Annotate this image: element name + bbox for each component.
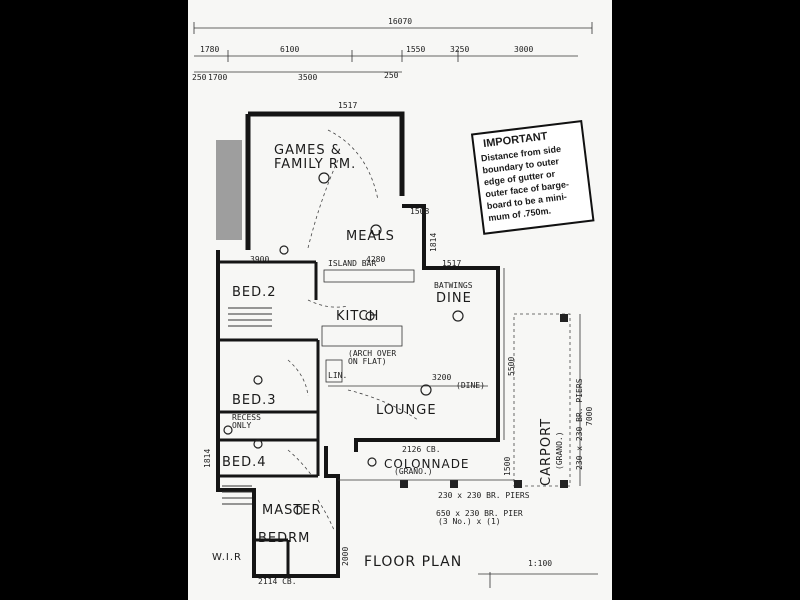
label-dine: DINE xyxy=(436,291,472,306)
dim-5500: 5500 xyxy=(507,357,516,376)
colonnade-pier xyxy=(450,480,458,488)
important-notice: IMPORTANT Distance from side boundary to… xyxy=(470,119,595,235)
dim-1700: 1700 xyxy=(208,73,227,82)
label-kitchen: KITCH xyxy=(336,309,379,324)
note-piers-1: 230 x 230 BR. PIERS xyxy=(438,491,530,500)
walls xyxy=(216,111,581,578)
dim-1814: 1814 xyxy=(429,233,438,252)
title-scale: 1:100 xyxy=(528,559,552,568)
kitchen-bench xyxy=(321,325,403,347)
dim-7000: 7000 xyxy=(585,407,594,426)
room-labels: GAMES & FAMILY RM. MEALS DINE KITCH LOUN… xyxy=(212,143,554,563)
plan-title: FLOOR PLAN 1:100 xyxy=(364,554,598,588)
door-swings xyxy=(287,129,419,531)
carport-pier xyxy=(514,480,522,488)
label-bed4: BED.4 xyxy=(222,455,267,470)
note-recess-1: RECESS xyxy=(232,413,261,422)
overall-dimensions: 16070 1780 6100 1550 3250 3000 250 1700 … xyxy=(192,17,593,82)
label-wir: W.I.R xyxy=(212,552,242,563)
label-master: MASTER xyxy=(262,503,322,518)
note-arch-1: (ARCH OVER xyxy=(348,349,396,358)
dim-3500: 3500 xyxy=(298,73,317,82)
note-grano: (GRANO.) xyxy=(394,467,433,476)
island-bar xyxy=(323,269,415,283)
floor-plan-sheet: 16070 1780 6100 1550 3250 3000 250 1700 … xyxy=(188,0,612,600)
plan-notes: ISLAND BAR BATWINGS (ARCH OVER ON FLAT) … xyxy=(232,259,584,526)
dim-1780: 1780 xyxy=(200,45,219,54)
dim-1508: 1508 xyxy=(410,207,429,216)
label-bed3: BED.3 xyxy=(232,393,277,408)
note-grano-carport: (GRANO.) xyxy=(555,431,564,470)
note-recess-2: ONLY xyxy=(232,421,251,430)
dim-3900: 3900 xyxy=(250,255,269,264)
room-dimensions: 1517 1517 1508 3900 4280 3200 5500 7000 … xyxy=(203,101,594,586)
label-bed2: BED.2 xyxy=(232,285,277,300)
dim-1517a: 1517 xyxy=(338,101,357,110)
note-piers-2: 650 x 230 BR. PIER xyxy=(436,509,523,518)
dim-250b: 250 xyxy=(384,71,399,80)
bathroom-tiles xyxy=(222,307,272,505)
label-colonnade: COLONNADE xyxy=(384,457,470,471)
label-carport: CARPORT xyxy=(539,418,554,486)
dim-2000: 2000 xyxy=(341,547,350,566)
colonnade-pier xyxy=(400,480,408,488)
label-bedrm: BEDRM xyxy=(258,531,310,546)
note-lin: LIN. xyxy=(328,371,347,380)
note-arch-2: ON FLAT) xyxy=(348,357,387,366)
label-meals: MEALS xyxy=(346,229,395,244)
dim-3000: 3000 xyxy=(514,45,533,54)
label-family: FAMILY RM. xyxy=(274,157,356,172)
title-text: FLOOR PLAN xyxy=(364,554,462,570)
dim-4280: 4280 xyxy=(366,255,385,264)
dim-1517b: 1517 xyxy=(442,259,461,268)
label-games: GAMES & xyxy=(274,143,342,158)
dim-6100: 6100 xyxy=(280,45,299,54)
dim-250: 250 xyxy=(192,73,207,82)
note-piers-3: (3 No.) x (1) xyxy=(438,517,501,526)
dim-3250: 3250 xyxy=(450,45,469,54)
dim-1814b: 1814 xyxy=(203,449,212,468)
dim-1550: 1550 xyxy=(406,45,425,54)
dim-2114: 2114 CB. xyxy=(258,577,297,586)
label-lounge: LOUNGE xyxy=(376,403,437,418)
dim-2126: 2126 CB. xyxy=(402,445,441,454)
dim-total: 16070 xyxy=(388,17,412,26)
note-carport-piers: 230 x 230 BR. PIERS xyxy=(575,378,584,470)
light-fittings xyxy=(223,172,464,515)
carport-pier xyxy=(560,314,568,322)
note-dine: (DINE) xyxy=(456,381,485,390)
note-batwings: BATWINGS xyxy=(434,281,473,290)
floor-plan-drawing: 16070 1780 6100 1550 3250 3000 250 1700 … xyxy=(192,17,598,588)
carport-pier xyxy=(560,480,568,488)
hatched-wall xyxy=(216,140,242,240)
dim-3200: 3200 xyxy=(432,373,451,382)
dim-1500: 1500 xyxy=(503,457,512,476)
linen-cupboard xyxy=(325,359,343,383)
note-island-bar: ISLAND BAR xyxy=(328,259,376,268)
